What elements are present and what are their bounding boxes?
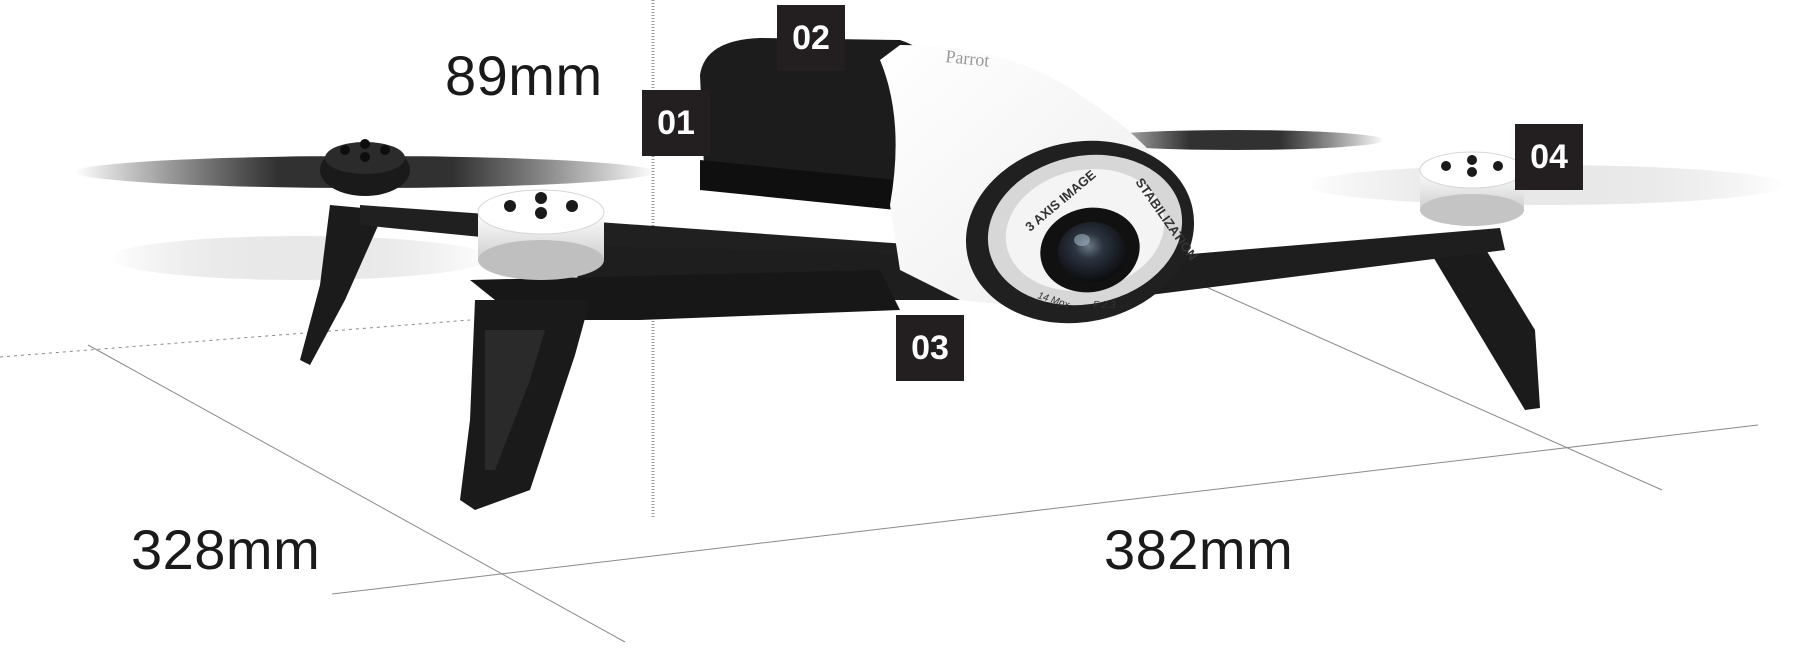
lens-spec-right: F 2.3 — [1093, 300, 1116, 311]
propeller-back-right — [1085, 130, 1385, 150]
ground-dashed-line — [0, 319, 471, 358]
depth-line — [1194, 281, 1663, 491]
callout-03: 03 — [896, 315, 964, 381]
width-line — [87, 344, 626, 643]
leg-back-right — [1420, 235, 1540, 410]
motor-front-right — [1419, 151, 1525, 226]
camera-assembly: 3 AXIS IMAGE STABILIZATION 14 Mpx F 2.3 — [965, 140, 1200, 324]
height-dimension-label: 89mm — [445, 44, 603, 107]
callout-01: 01 — [642, 90, 710, 156]
motor-front-left — [477, 189, 605, 280]
battery-base — [700, 160, 945, 215]
width-dimension-label: 328mm — [131, 518, 321, 581]
motor-back-left — [320, 139, 410, 196]
propeller-front-left-blur — [110, 236, 490, 280]
leg-front-left-highlight — [485, 330, 545, 470]
callout-04: 04 — [1515, 124, 1583, 190]
length-line — [331, 424, 1759, 595]
leg-back-left — [300, 205, 385, 365]
brand-mark: Parrot — [945, 46, 991, 70]
camera-lens — [1058, 222, 1126, 282]
length-dimension-label: 382mm — [1104, 518, 1294, 581]
callout-02: 02 — [777, 5, 845, 71]
